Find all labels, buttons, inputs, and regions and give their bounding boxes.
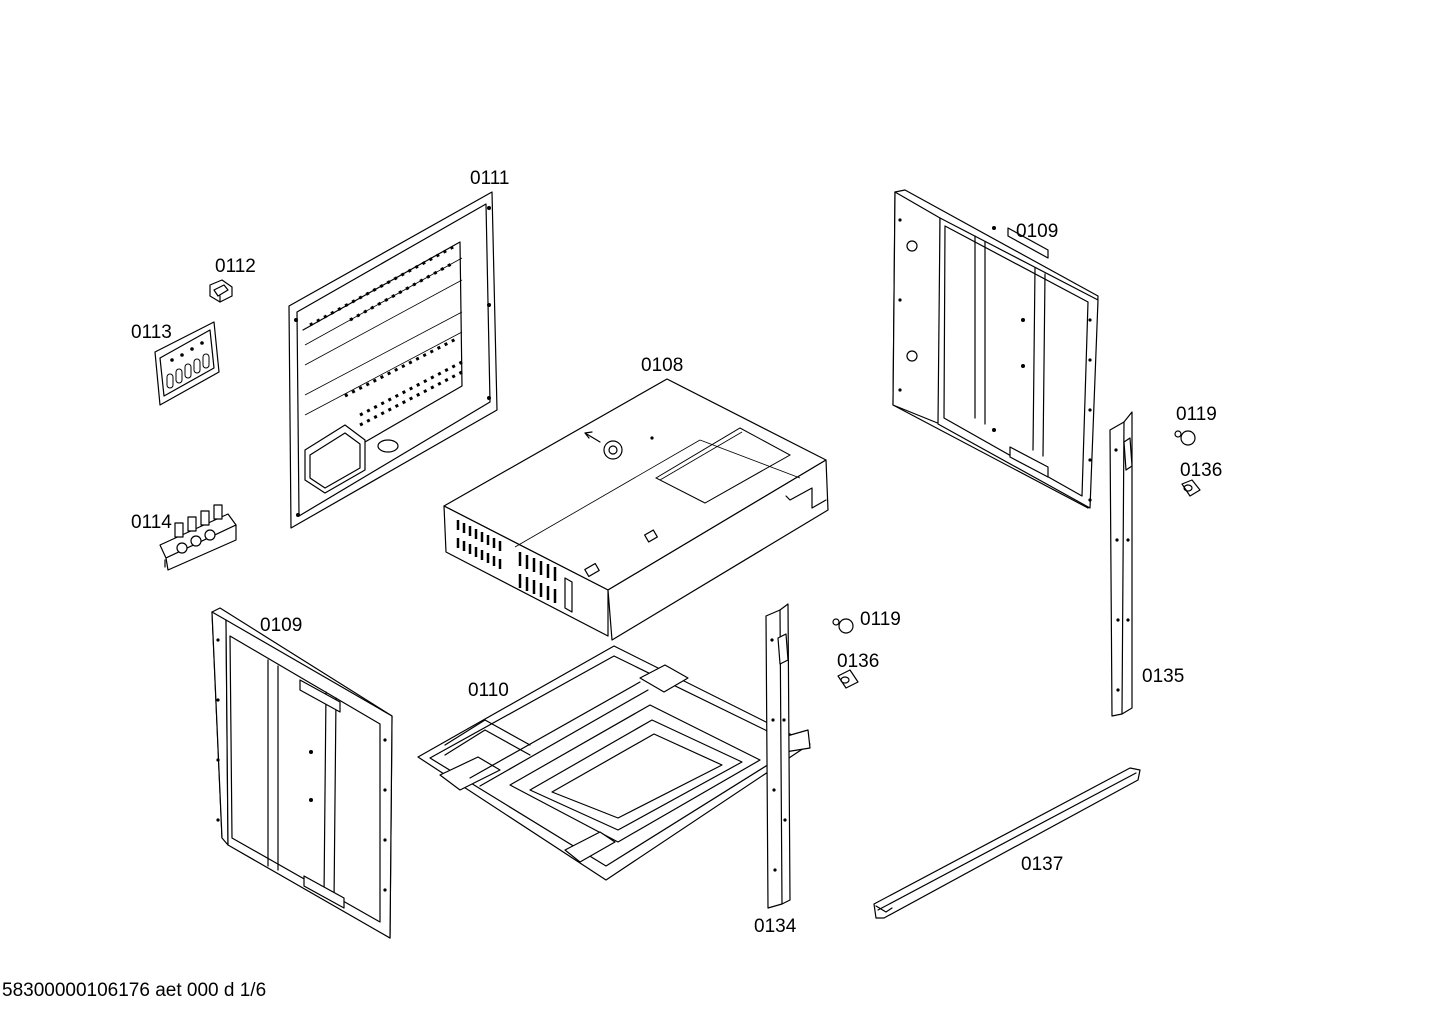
part-0119-grommet-right[interactable] [1174, 430, 1196, 446]
label-0112: 0112 [215, 256, 256, 277]
part-0119-grommet-left[interactable] [832, 618, 854, 634]
part-0113-terminal-holder[interactable] [154, 321, 220, 406]
label-0109-left: 0109 [260, 615, 302, 636]
label-0110: 0110 [468, 680, 509, 701]
part-0109-side-panel-right[interactable] [892, 189, 1099, 509]
part-0136-bushing-right[interactable] [1181, 479, 1201, 497]
document-reference-footer: 58300000106176 aet 000 d 1/6 [2, 980, 267, 1001]
label-0137: 0137 [1021, 854, 1063, 875]
label-0119-right: 0119 [1176, 404, 1217, 425]
terminal-slots [166, 353, 210, 389]
part-0136-bushing-left[interactable] [837, 669, 859, 689]
part-0134-vertical-rail[interactable] [765, 603, 791, 909]
label-0114: 0114 [131, 512, 172, 533]
part-0111-back-panel[interactable] [288, 191, 498, 529]
label-0136-left: 0136 [837, 651, 879, 672]
part-0108-top-cover[interactable] [443, 378, 829, 641]
label-0108: 0108 [641, 355, 683, 376]
vent-slots-front [456, 520, 557, 603]
label-0113: 0113 [131, 322, 172, 343]
label-0111: 0111 [470, 168, 509, 189]
label-0134: 0134 [754, 916, 797, 937]
part-0135-vertical-rail[interactable] [1109, 411, 1133, 717]
label-0135: 0135 [1142, 666, 1184, 687]
vent-holes-row-1 [309, 244, 463, 427]
part-0112-clip[interactable] [209, 279, 233, 303]
label-0136-right: 0136 [1180, 460, 1222, 481]
label-0119-left: 0119 [860, 609, 901, 630]
part-0114-terminal-block[interactable] [159, 504, 237, 571]
part-0137-horizontal-rail[interactable] [873, 767, 1141, 919]
label-0109-right: 0109 [1016, 221, 1058, 242]
part-0110-bottom-panel[interactable] [417, 645, 811, 881]
part-0109-side-panel-left[interactable] [211, 607, 393, 939]
